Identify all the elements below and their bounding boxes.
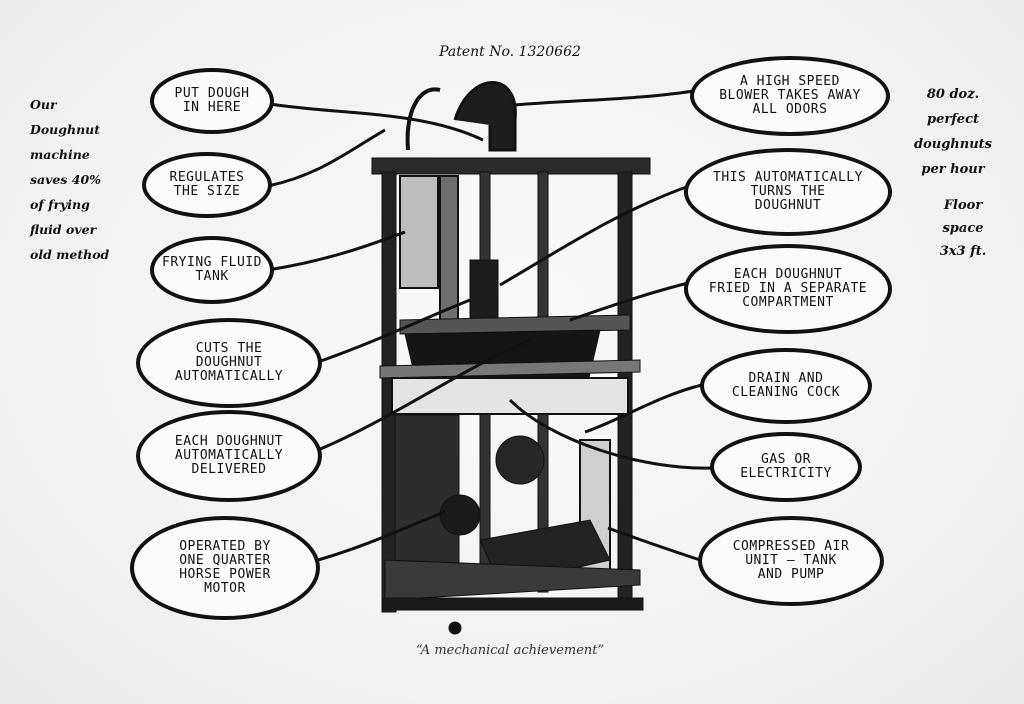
connector-cut bbox=[317, 298, 471, 364]
note-line: saves 40% bbox=[30, 172, 102, 187]
callout-text: REGULATES bbox=[169, 170, 245, 185]
caption: “A mechanical achievement” bbox=[415, 643, 605, 658]
callout-delivered: EACH DOUGHNUT AUTOMATICALLY DELIVERED bbox=[136, 410, 322, 502]
patent-number: Patent No. 1320662 bbox=[439, 44, 581, 60]
callout-text: UNIT – TANK bbox=[745, 553, 837, 568]
note-line: 80 doz. bbox=[926, 87, 980, 102]
hopper bbox=[439, 175, 459, 327]
pipe bbox=[405, 87, 441, 151]
connector-motor bbox=[317, 510, 446, 562]
floor-space-note: Floor space 3x3 ft. bbox=[925, 194, 1001, 263]
callout-text: MOTOR bbox=[204, 581, 246, 596]
capacity-note: 80 doz. perfect doughnuts per hour bbox=[905, 82, 1001, 182]
callout-text: THIS AUTOMATICALLY bbox=[713, 170, 863, 185]
callout-text: ELECTRICITY bbox=[740, 466, 832, 481]
callout-compressed-air: COMPRESSED AIR UNIT – TANK AND PUMP bbox=[698, 516, 884, 606]
note-line: old method bbox=[30, 247, 110, 262]
connector-dough bbox=[269, 102, 484, 142]
top-platform bbox=[371, 157, 651, 175]
delivery-tray bbox=[391, 377, 629, 415]
burner-unit bbox=[394, 414, 460, 566]
note-line: space bbox=[942, 221, 984, 236]
note-line: 3x3 ft. bbox=[939, 244, 987, 259]
note-line: per hour bbox=[921, 162, 985, 177]
callout-text: DOUGHNUT bbox=[754, 198, 822, 213]
connector-drain bbox=[584, 383, 703, 434]
callout-regulates-size: REGULATES THE SIZE bbox=[142, 152, 272, 218]
callout-text: COMPRESSED AIR bbox=[732, 539, 850, 554]
callout-text: DELIVERED bbox=[191, 462, 267, 477]
fluid-savings-note: Our Doughnut machine saves 40% of frying… bbox=[30, 92, 140, 267]
connector-lines-left bbox=[267, 102, 531, 562]
callout-text: TANK bbox=[195, 269, 229, 284]
callout-text: EACH DOUGHNUT bbox=[174, 434, 284, 449]
callout-text: BLOWER TAKES AWAY bbox=[719, 88, 861, 103]
note-line: doughnuts bbox=[914, 137, 992, 152]
callout-gas-electricity: GAS OR ELECTRICITY bbox=[710, 432, 862, 502]
callout-text: COMPARTMENT bbox=[742, 295, 834, 310]
callout-text: HORSE POWER bbox=[179, 567, 271, 582]
callout-text: CLEANING COCK bbox=[731, 385, 841, 400]
callout-text: IN HERE bbox=[182, 100, 242, 115]
connector-size bbox=[267, 128, 386, 188]
connector-turn bbox=[499, 183, 693, 287]
callout-text: DOUGHNUT bbox=[195, 355, 263, 370]
connector-compartment bbox=[569, 280, 693, 322]
machine-photo bbox=[371, 81, 651, 635]
callout-text: GAS OR bbox=[761, 452, 811, 467]
callout-text: FRIED IN A SEPARATE bbox=[708, 281, 868, 296]
caster-wheel bbox=[448, 621, 462, 635]
callout-drain-cock: DRAIN AND CLEANING COCK bbox=[700, 348, 872, 424]
note-line: Our bbox=[30, 97, 57, 112]
callout-text: OPERATED BY bbox=[179, 539, 271, 554]
blower-duct bbox=[453, 81, 517, 152]
note-line: machine bbox=[30, 147, 90, 162]
callout-motor: OPERATED BY ONE QUARTER HORSE POWER MOTO… bbox=[130, 516, 320, 620]
note-line: of frying bbox=[30, 197, 90, 212]
flywheel bbox=[495, 435, 545, 485]
callout-text: A HIGH SPEED bbox=[740, 74, 840, 89]
callout-text: PUT DOUGH bbox=[174, 86, 250, 101]
note-line: perfect bbox=[927, 112, 979, 127]
callout-text: THE SIZE bbox=[173, 184, 241, 199]
callout-text: AUTOMATICALLY bbox=[174, 369, 284, 384]
connector-tank bbox=[267, 230, 406, 272]
callout-text: FRYING FLUID bbox=[162, 255, 262, 270]
note-line: Doughnut bbox=[30, 122, 101, 137]
bottom-frame bbox=[384, 559, 641, 601]
callout-put-dough: PUT DOUGH IN HERE bbox=[150, 68, 274, 134]
callout-frying-tank: FRYING FLUID TANK bbox=[150, 236, 274, 304]
connector-deliver bbox=[317, 338, 531, 452]
connector-lines-right bbox=[499, 88, 713, 562]
connector-blower bbox=[514, 88, 701, 107]
fluid-tank bbox=[399, 175, 439, 289]
callout-separate-compartment: EACH DOUGHNUT FRIED IN A SEPARATE COMPAR… bbox=[684, 244, 892, 334]
callout-turns-doughnut: THIS AUTOMATICALLY TURNS THE DOUGHNUT bbox=[684, 148, 892, 236]
callout-text: ONE QUARTER bbox=[179, 553, 271, 568]
connector-gas bbox=[508, 398, 713, 470]
mid-shelf bbox=[379, 359, 641, 379]
motor bbox=[439, 494, 481, 536]
callout-text: AUTOMATICALLY bbox=[174, 448, 284, 463]
callout-blower: A HIGH SPEED BLOWER TAKES AWAY ALL ODORS bbox=[690, 56, 890, 136]
note-line: Floor bbox=[943, 198, 983, 213]
callout-cuts-doughnut: CUTS THE DOUGHNUT AUTOMATICALLY bbox=[136, 318, 322, 408]
callout-text: ALL ODORS bbox=[752, 102, 828, 117]
note-line: fluid over bbox=[30, 222, 97, 237]
callout-text: CUTS THE bbox=[195, 341, 263, 356]
callout-text: AND PUMP bbox=[757, 567, 825, 582]
callout-text: EACH DOUGHNUT bbox=[733, 267, 843, 282]
connector-air bbox=[607, 526, 701, 562]
base-plate bbox=[382, 597, 644, 611]
callout-text: TURNS THE bbox=[750, 184, 826, 199]
callout-text: DRAIN AND bbox=[748, 371, 824, 386]
